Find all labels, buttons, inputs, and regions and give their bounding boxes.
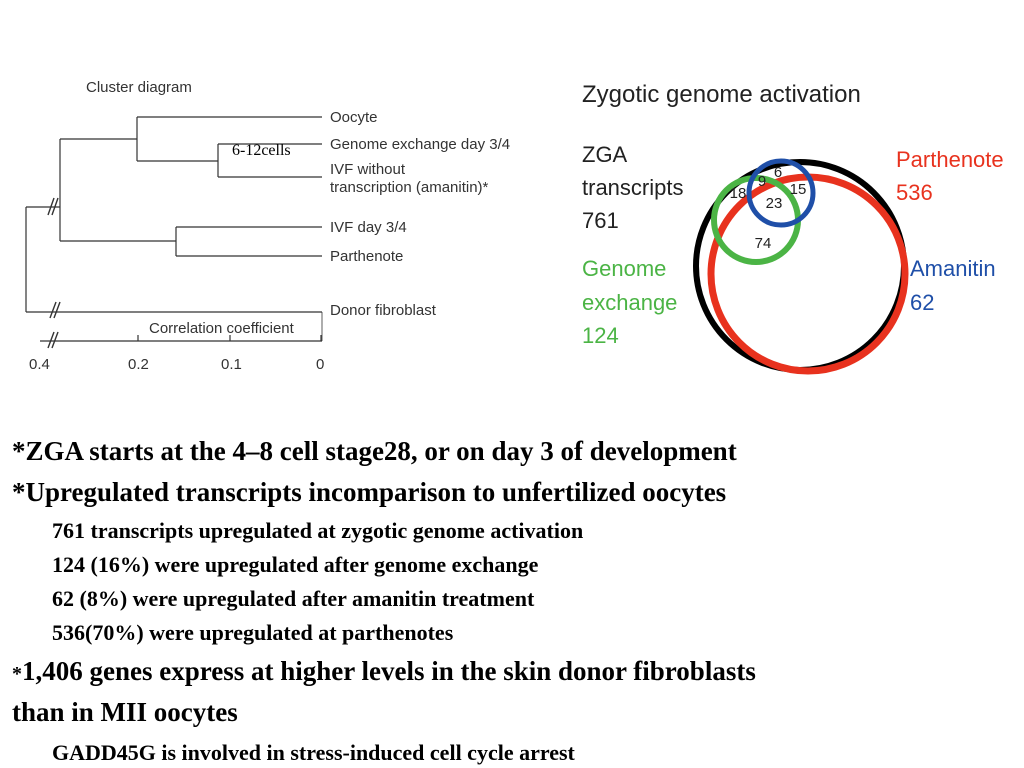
leaf-label-ivf-day: IVF day 3/4: [330, 219, 407, 236]
leaf-label-oocyte: Oocyte: [330, 109, 378, 126]
region-count-15: 15: [790, 181, 807, 198]
axis-break-marks: [47, 197, 61, 349]
zga-venn-diagram: Zygotic genome activation 6 18 9 15 23 7…: [582, 81, 1004, 375]
note-upregulated: *Upregulated transcripts incomparison to…: [12, 477, 727, 507]
cluster-title: Cluster diagram: [86, 79, 192, 96]
note-zga-start: *ZGA starts at the 4–8 cell stage28, or …: [12, 436, 737, 466]
note-gadd45g: GADD45G is involved in stress-induced ce…: [52, 740, 575, 765]
zga-label-count: 761: [582, 208, 619, 233]
zga-label-line2: transcripts: [582, 175, 683, 200]
dendrogram-branches: [25, 116, 323, 342]
tick-label-0: 0: [316, 356, 324, 373]
tick-label-0-2: 0.2: [128, 356, 149, 373]
note-star: *: [12, 663, 22, 685]
leaf-label-parthenote: Parthenote: [330, 248, 403, 265]
region-count-18: 18: [730, 185, 747, 202]
note-1406-genes: *1,406 genes express at higher levels in…: [12, 656, 756, 687]
leaf-label-amanitin: transcription (amanitin)*: [330, 179, 489, 196]
leaf-label-donor-fibroblast: Donor fibroblast: [330, 302, 437, 319]
annotation-6-12cells: 6-12cells: [232, 142, 291, 159]
note-124-genome-exchange: 124 (16%) were upregulated after genome …: [52, 552, 539, 577]
region-count-74: 74: [755, 235, 772, 252]
amanitin-circle: [746, 158, 816, 228]
note-62-amanitin: 62 (8%) were upregulated after amanitin …: [52, 586, 535, 611]
genome-exchange-label-line2: exchange: [582, 290, 677, 315]
note-761-transcripts: 761 transcripts upregulated at zygotic g…: [52, 518, 584, 543]
parthenote-label: Parthenote: [896, 147, 1004, 172]
region-count-9: 9: [758, 173, 766, 190]
amanitin-label: Amanitin: [910, 256, 996, 281]
axis-label: Correlation coefficient: [149, 320, 295, 337]
genome-exchange-label-line1: Genome: [582, 256, 666, 281]
tick-label-0-1: 0.1: [221, 356, 242, 373]
leaf-label-ivf-without: IVF without: [330, 161, 406, 178]
region-count-23: 23: [766, 195, 783, 212]
parthenote-label-count: 536: [896, 180, 933, 205]
tick-label-0-4: 0.4: [29, 356, 50, 373]
note-1406-genes-text: 1,406 genes express at higher levels in …: [22, 656, 756, 686]
note-536-parthenotes: 536(70%) were upregulated at parthenotes: [52, 620, 454, 645]
region-count-6: 6: [774, 164, 782, 181]
leaf-label-genome-exchange: Genome exchange day 3/4: [330, 136, 510, 153]
zga-label-line1: ZGA: [582, 142, 628, 167]
cluster-dendrogram: Cluster diagram Oocyte Genome exch: [25, 79, 510, 373]
note-mii-oocytes: than in MII oocytes: [12, 697, 238, 727]
amanitin-label-count: 62: [910, 290, 934, 315]
venn-title: Zygotic genome activation: [582, 81, 861, 108]
genome-exchange-label-count: 124: [582, 323, 619, 348]
